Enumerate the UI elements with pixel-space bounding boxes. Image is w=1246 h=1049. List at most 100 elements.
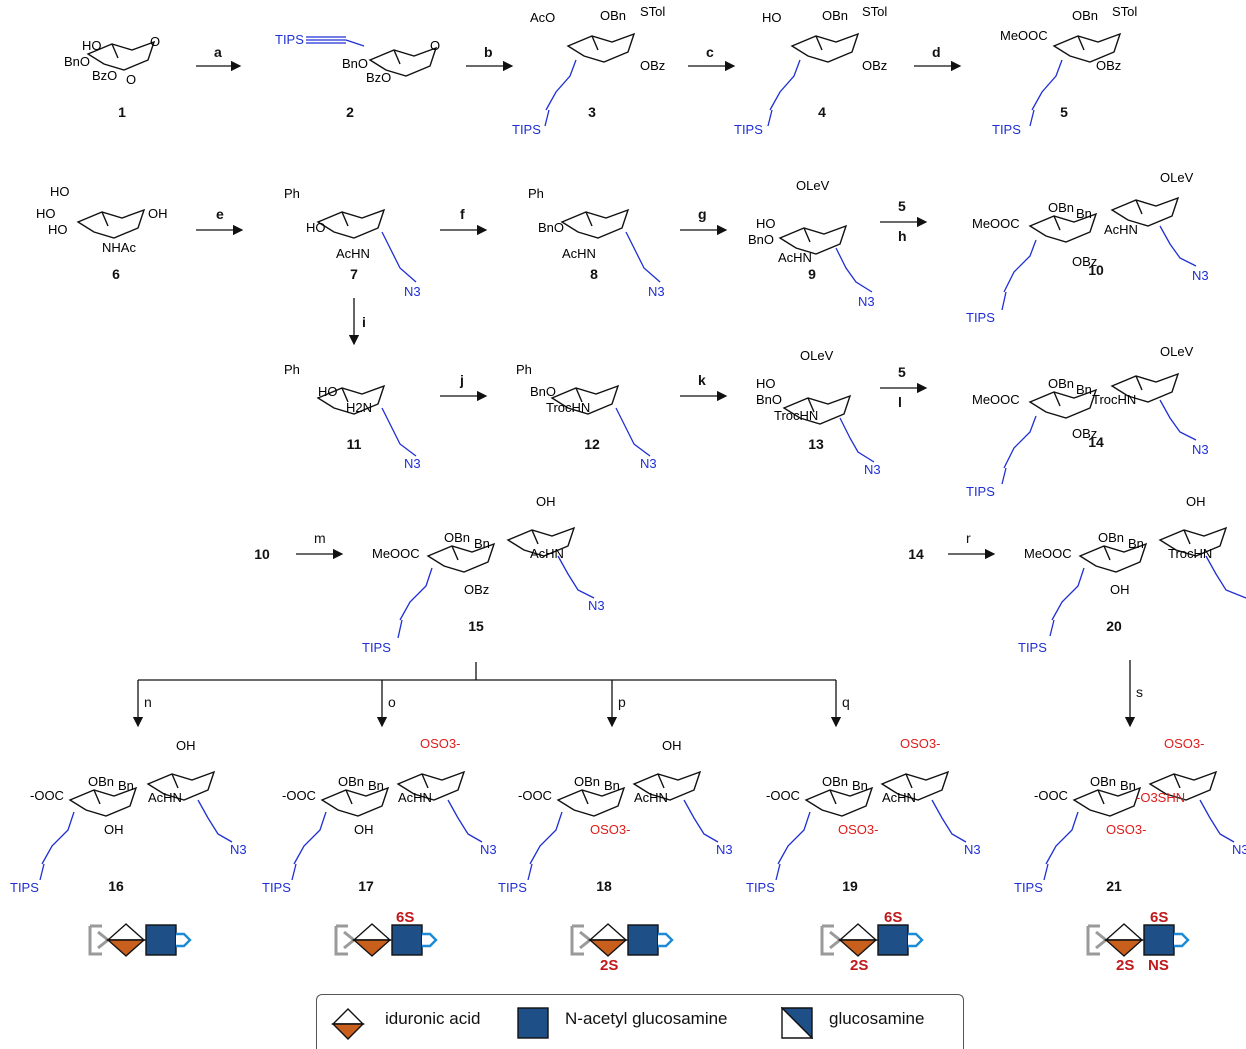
legend-label-glcnac: N-acetyl glucosamine: [565, 1009, 728, 1028]
step-j: j: [460, 372, 464, 388]
svg-text:TrocHN: TrocHN: [546, 400, 590, 415]
svg-text:N3: N3: [648, 284, 665, 299]
step-o: o: [388, 694, 396, 710]
svg-text:OBn: OBn: [822, 8, 848, 23]
compound-label-3: 3: [588, 104, 596, 120]
svg-text:O: O: [150, 34, 160, 49]
compound-16-structure: -OOC OBn Bn OH AcHN OH TIPS N3: [10, 738, 247, 895]
svg-text:AcHN: AcHN: [398, 790, 432, 805]
compound-14-structure: MeOOC OBn Bn OLeV TrocHN OBz TIPS N3: [966, 344, 1209, 499]
svg-text:AcHN: AcHN: [1104, 222, 1138, 237]
svg-text:OBn: OBn: [574, 774, 600, 789]
svg-text:OH: OH: [536, 494, 556, 509]
step-d: d: [932, 44, 941, 60]
svg-text:OSO3-: OSO3-: [420, 736, 460, 751]
svg-text:TrocHN: TrocHN: [1092, 392, 1136, 407]
svg-text:OSO3-: OSO3-: [838, 822, 878, 837]
svg-text:OH: OH: [662, 738, 682, 753]
svg-text:MeOOC: MeOOC: [972, 392, 1020, 407]
svg-text:N3: N3: [858, 294, 875, 309]
compound-12-structure: Ph BnO TrocHN N3: [516, 362, 657, 471]
svg-text:TrocHN: TrocHN: [1168, 546, 1212, 561]
compound-label-5: 5: [1060, 104, 1068, 120]
compound-4-structure: HO OBn STol OBz TIPS: [734, 4, 887, 137]
svg-text:OH: OH: [104, 822, 124, 837]
svg-text:BnO: BnO: [748, 232, 774, 247]
svg-text:HO: HO: [756, 376, 776, 391]
compound-19-structure: -OOC OBn Bn OSO3- AcHN OSO3- TIPS N3: [746, 736, 981, 895]
svg-text:BnO: BnO: [756, 392, 782, 407]
compound-label-9: 9: [808, 266, 816, 282]
svg-text:OBn: OBn: [444, 530, 470, 545]
svg-text:MeOOC: MeOOC: [372, 546, 420, 561]
compound-label-1: 1: [118, 104, 126, 120]
svg-text:-OOC: -OOC: [766, 788, 800, 803]
compound-6-structure: HO HO HO OH NHAc: [36, 184, 168, 255]
step-f: f: [460, 206, 465, 222]
glyph-21: [1086, 923, 1190, 957]
svg-text:OBz: OBz: [640, 58, 665, 73]
svg-text:BnO: BnO: [342, 56, 368, 71]
svg-text:MeOOC: MeOOC: [1000, 28, 1048, 43]
step-r: r: [966, 530, 971, 546]
step-q: q: [842, 694, 850, 710]
svg-text:OH: OH: [148, 206, 168, 221]
compound-label-16: 16: [108, 878, 124, 894]
svg-text:OBn: OBn: [1048, 200, 1074, 215]
compound-2-structure: TIPS BnO BzO O: [275, 32, 440, 85]
svg-text:2S: 2S: [600, 957, 618, 974]
iduronic-acid-icon: [331, 1008, 365, 1040]
compound-label-8: 8: [590, 266, 598, 282]
branch-lines: [132, 660, 1136, 728]
compound-3-structure: AcO OBn STol OBz TIPS: [512, 4, 665, 137]
svg-text:2S: 2S: [850, 957, 868, 974]
svg-text:Bn: Bn: [474, 536, 490, 551]
svg-text:Bn: Bn: [1128, 536, 1144, 551]
compound-label-13: 13: [808, 436, 824, 452]
svg-text:OSO3-: OSO3-: [1164, 736, 1204, 751]
step-c: c: [706, 44, 714, 60]
svg-text:TIPS: TIPS: [1014, 880, 1043, 895]
step-m: m: [314, 530, 326, 546]
svg-text:STol: STol: [862, 4, 887, 19]
step-5-reagent-l: 5: [898, 364, 906, 380]
svg-text:N3: N3: [964, 842, 981, 857]
step-a: a: [214, 44, 222, 60]
compound-label-6: 6: [112, 266, 120, 282]
svg-text:N3: N3: [1192, 268, 1209, 283]
svg-text:2S: 2S: [1116, 957, 1134, 974]
glcnac-icon: [517, 1007, 549, 1039]
svg-text:TIPS: TIPS: [1018, 640, 1047, 655]
compound-label-12: 12: [584, 436, 600, 452]
glyph-19: [820, 923, 924, 957]
svg-text:OBn: OBn: [1098, 530, 1124, 545]
svg-text:OBn: OBn: [88, 774, 114, 789]
svg-text:AcHN: AcHN: [882, 790, 916, 805]
svg-text:-OOC: -OOC: [282, 788, 316, 803]
svg-text:MeOOC: MeOOC: [1024, 546, 1072, 561]
svg-text:N3: N3: [404, 284, 421, 299]
svg-text:HO: HO: [756, 216, 776, 231]
svg-text:AcHN: AcHN: [336, 246, 370, 261]
svg-text:TIPS: TIPS: [498, 880, 527, 895]
step-i: i: [362, 314, 366, 330]
compound-label-15: 15: [468, 618, 484, 634]
svg-text:MeOOC: MeOOC: [972, 216, 1020, 231]
svg-text:OBz: OBz: [862, 58, 887, 73]
compound-label-10: 10: [1088, 262, 1104, 278]
svg-text:Ph: Ph: [528, 186, 544, 201]
compound-9-structure: OLeV HO BnO AcHN N3: [748, 178, 875, 309]
svg-text:6S: 6S: [396, 909, 414, 926]
compound-label-20: 20: [1106, 618, 1122, 634]
svg-text:OBn: OBn: [600, 8, 626, 23]
svg-text:6S: 6S: [884, 909, 902, 926]
svg-text:Bn: Bn: [1076, 206, 1092, 221]
svg-text:HO: HO: [306, 220, 326, 235]
svg-text:OBn: OBn: [822, 774, 848, 789]
compound-label-21: 21: [1106, 878, 1122, 894]
svg-text:Ph: Ph: [284, 186, 300, 201]
sulfation-badges: 6S 2S 6S 2S 6S 2S NS: [396, 909, 1169, 974]
svg-text:AcHN: AcHN: [148, 790, 182, 805]
svg-text:TIPS: TIPS: [512, 122, 541, 137]
svg-text:OBn: OBn: [1048, 376, 1074, 391]
